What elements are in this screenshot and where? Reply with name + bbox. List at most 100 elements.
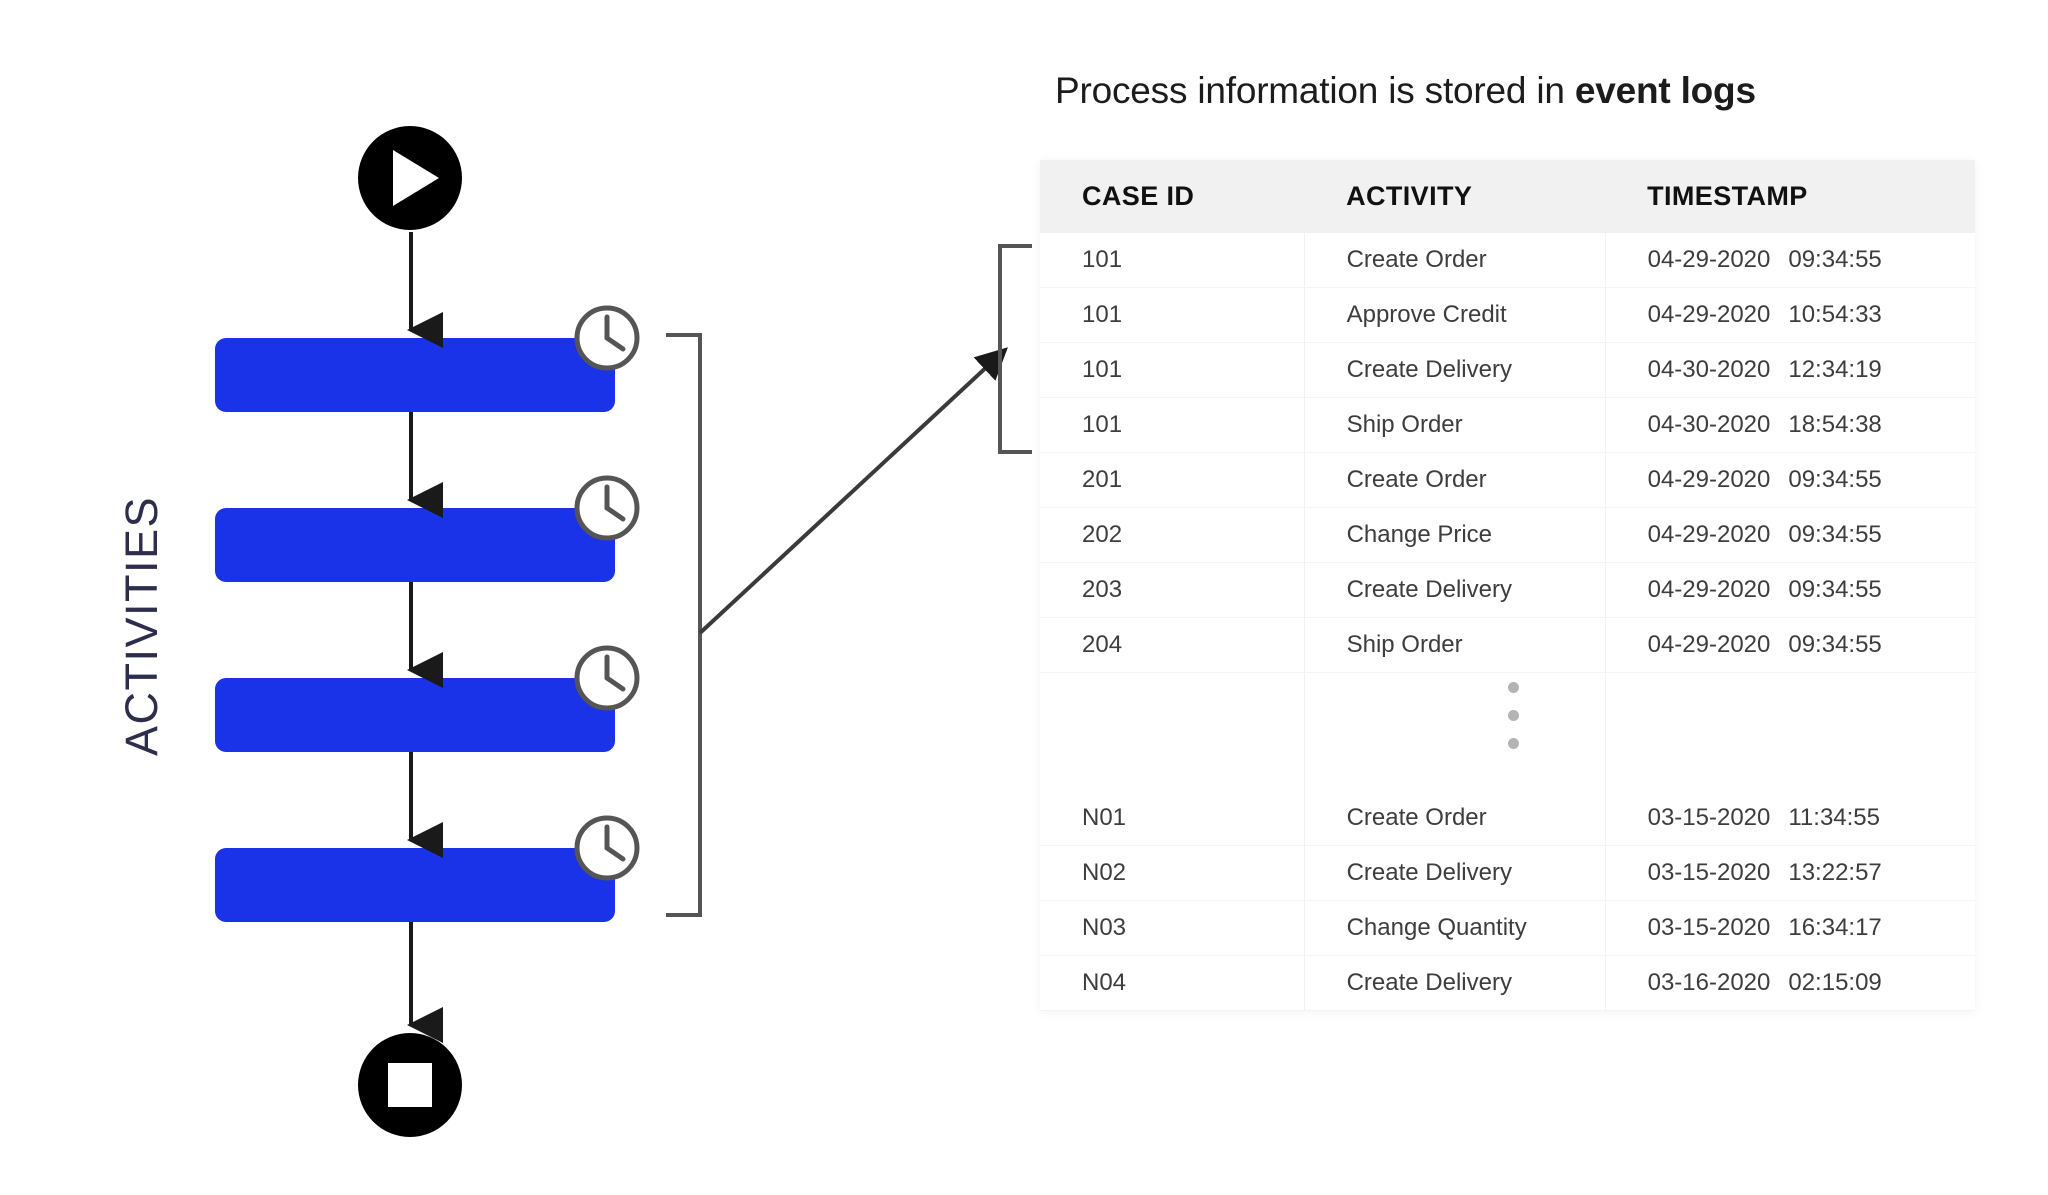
cell-timestamp: 03-15-2020 16:34:17 [1605, 900, 1975, 956]
activity-bar [215, 508, 615, 582]
clock-icon [574, 815, 640, 881]
ellipsis-dot [1508, 738, 1519, 749]
timestamp-time: 09:34:55 [1788, 521, 1882, 548]
timestamp-time: 09:34:55 [1788, 631, 1882, 658]
event-log-table: CASE ID ACTIVITY TIMESTAMP 101 Create Or… [1040, 160, 1975, 1011]
cell-activity: Create Order [1304, 452, 1606, 508]
table-row[interactable]: N04 Create Delivery 03-16-2020 02:15:09 [1040, 955, 1975, 1011]
cell-case-id: N02 [1040, 845, 1305, 901]
cell-timestamp: 04-29-2020 10:54:33 [1605, 287, 1975, 343]
activity-bar [215, 848, 615, 922]
cell-case-id: 101 [1040, 397, 1305, 453]
timestamp-date: 03-15-2020 [1647, 859, 1771, 886]
table-header: CASE ID ACTIVITY TIMESTAMP [1040, 160, 1975, 233]
gap-cell-timestamp [1605, 672, 1975, 791]
cell-case-id: 101 [1040, 342, 1305, 398]
vertical-ellipsis-icon [1508, 682, 1522, 766]
column-header-activity[interactable]: ACTIVITY [1304, 160, 1606, 233]
cell-timestamp: 03-16-2020 02:15:09 [1605, 955, 1975, 1011]
end-node [358, 1033, 462, 1137]
gap-cell-case-id [1040, 672, 1305, 791]
cell-case-id: N04 [1040, 955, 1305, 1011]
table-row[interactable]: 201 Create Order 04-29-2020 09:34:55 [1040, 452, 1975, 508]
clock-icon [574, 305, 640, 371]
timestamp-date: 04-30-2020 [1647, 356, 1771, 383]
activities-axis-label: ACTIVITIES [116, 495, 167, 757]
timestamp-date: 03-15-2020 [1647, 804, 1771, 831]
cell-timestamp: 04-30-2020 18:54:38 [1605, 397, 1975, 453]
cell-activity: Create Order [1304, 791, 1606, 846]
cell-activity: Change Quantity [1304, 900, 1606, 956]
start-node [358, 126, 462, 230]
process-flow-diagram: ACTIVITIES [0, 0, 1000, 1195]
timestamp-time: 13:22:57 [1788, 859, 1882, 886]
play-icon [393, 150, 439, 206]
cell-case-id: N03 [1040, 900, 1305, 956]
cell-case-id: 204 [1040, 617, 1305, 673]
clock-icon [574, 645, 640, 711]
cell-activity: Create Delivery [1304, 955, 1606, 1011]
timestamp-date: 04-29-2020 [1647, 576, 1771, 603]
cell-activity: Ship Order [1304, 397, 1606, 453]
table-row[interactable]: 101 Approve Credit 04-29-2020 10:54:33 [1040, 287, 1975, 343]
table-row[interactable]: 101 Ship Order 04-30-2020 18:54:38 [1040, 397, 1975, 453]
timestamp-time: 09:34:55 [1788, 576, 1882, 603]
timestamp-date: 03-15-2020 [1647, 914, 1771, 941]
ellipsis-dot [1508, 682, 1519, 693]
gap-cell-activity [1304, 672, 1606, 791]
cell-timestamp: 04-30-2020 12:34:19 [1605, 342, 1975, 398]
ellipsis-dot [1508, 710, 1519, 721]
timestamp-time: 18:54:38 [1788, 411, 1882, 438]
activity-bar [215, 678, 615, 752]
cell-case-id: 101 [1040, 287, 1305, 343]
panel-title-emphasis: event logs [1574, 70, 1756, 111]
cell-activity: Create Delivery [1304, 562, 1606, 618]
table-row[interactable]: 203 Create Delivery 04-29-2020 09:34:55 [1040, 562, 1975, 618]
table-truncation-row [1040, 672, 1975, 791]
cell-case-id: N01 [1040, 791, 1305, 846]
cell-activity: Create Order [1304, 233, 1606, 288]
cell-case-id: 203 [1040, 562, 1305, 618]
timestamp-date: 03-16-2020 [1647, 969, 1771, 996]
event-log-panel: Process information is stored in event l… [1040, 28, 1985, 1038]
timestamp-time: 16:34:17 [1788, 914, 1882, 941]
cell-timestamp: 04-29-2020 09:34:55 [1605, 617, 1975, 673]
table-bracket [998, 244, 1032, 454]
timestamp-date: 04-30-2020 [1647, 411, 1771, 438]
table-row[interactable]: N03 Change Quantity 03-15-2020 16:34:17 [1040, 900, 1975, 956]
timestamp-date: 04-29-2020 [1647, 631, 1771, 658]
panel-title-prefix: Process information is stored in [1055, 70, 1575, 111]
timestamp-date: 04-29-2020 [1647, 246, 1771, 273]
cell-activity: Change Price [1304, 507, 1606, 563]
cell-activity: Approve Credit [1304, 287, 1606, 343]
clock-icon [574, 475, 640, 541]
cell-timestamp: 04-29-2020 09:34:55 [1605, 452, 1975, 508]
timestamp-time: 12:34:19 [1788, 356, 1882, 383]
cell-timestamp: 04-29-2020 09:34:55 [1605, 562, 1975, 618]
stop-icon [388, 1063, 432, 1107]
column-header-timestamp[interactable]: TIMESTAMP [1605, 160, 1975, 233]
timestamp-date: 04-29-2020 [1647, 521, 1771, 548]
cell-timestamp: 04-29-2020 09:34:55 [1605, 507, 1975, 563]
table-row[interactable]: 101 Create Delivery 04-30-2020 12:34:19 [1040, 342, 1975, 398]
cell-activity: Create Delivery [1304, 342, 1606, 398]
cell-timestamp: 03-15-2020 13:22:57 [1605, 845, 1975, 901]
table-header-row: CASE ID ACTIVITY TIMESTAMP [1040, 160, 1975, 233]
timestamp-date: 04-29-2020 [1647, 301, 1771, 328]
timestamp-date: 04-29-2020 [1647, 466, 1771, 493]
panel-title: Process information is stored in event l… [1055, 70, 1756, 112]
timestamp-time: 02:15:09 [1788, 969, 1882, 996]
activity-bar [215, 338, 615, 412]
timestamp-time: 10:54:33 [1788, 301, 1882, 328]
timestamp-time: 09:34:55 [1788, 466, 1882, 493]
column-header-case-id[interactable]: CASE ID [1040, 160, 1305, 233]
cell-case-id: 201 [1040, 452, 1305, 508]
